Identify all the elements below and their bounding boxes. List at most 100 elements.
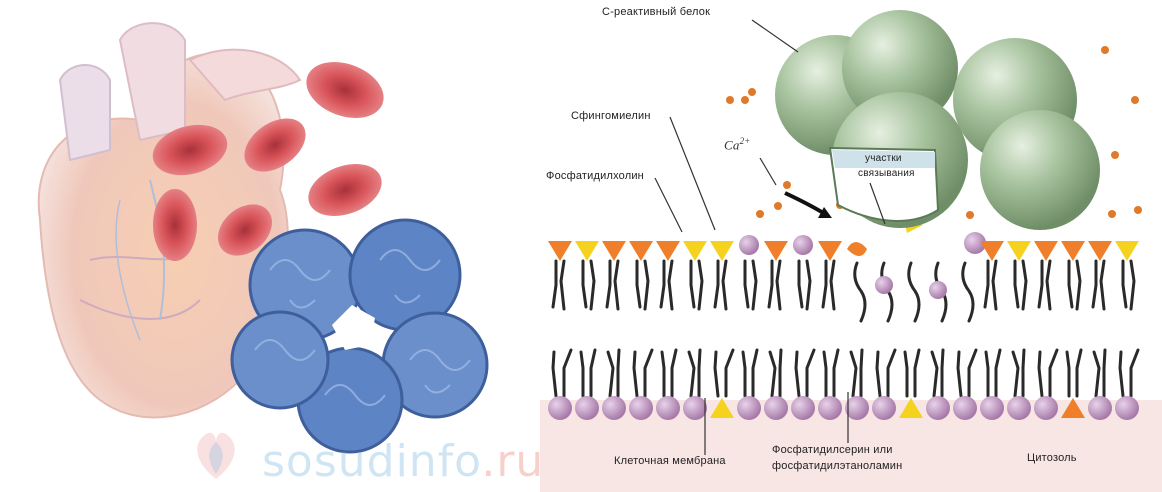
watermark-logo-icon <box>186 424 246 484</box>
lipid-tail <box>689 352 694 396</box>
lipid-head-purple <box>872 396 896 420</box>
lipid-tail <box>796 352 799 396</box>
left-illustration <box>0 0 560 492</box>
lipid-tail <box>799 261 802 307</box>
lipid-tail <box>942 350 943 396</box>
lipid-tail <box>1120 352 1123 396</box>
lipid-tail <box>591 261 594 309</box>
lipid-tail <box>807 350 814 396</box>
lipid-head-purple <box>953 396 977 420</box>
sphingomyelin-label: Сфингомиелин <box>571 110 651 122</box>
lipid-head-purple <box>548 396 572 420</box>
watermark-name: sosudinfo <box>262 436 481 487</box>
lipid-head-purple <box>764 396 788 420</box>
lipid-tail <box>645 261 648 309</box>
lipid-tail <box>699 350 700 396</box>
lipid-tail <box>715 261 718 307</box>
watermark-tld: .ru <box>481 436 544 487</box>
ps-pe-label-line2: фосфатидилэтаноламин <box>772 460 902 472</box>
lipid-head-purple <box>818 396 842 420</box>
lipid-head-orange <box>656 241 680 261</box>
calcium-ion <box>1134 206 1142 214</box>
lipid-tail <box>607 261 610 307</box>
lipid-head-purple <box>739 235 759 255</box>
lipid-head-purple <box>1115 396 1139 420</box>
lipid-tail <box>851 352 856 396</box>
lipid-tail <box>915 350 919 396</box>
binding-sites-label-line1: участки <box>865 153 902 164</box>
lipid-tail <box>963 263 973 321</box>
lipid-head-purple <box>929 281 947 299</box>
lipid-tail <box>905 352 907 396</box>
lipid-head-yellow <box>1007 241 1031 261</box>
lipid-head-orange <box>847 242 867 256</box>
lipid-tail <box>1123 261 1126 307</box>
lipid-tail <box>1067 352 1069 396</box>
lipid-tail <box>583 261 586 307</box>
lipid-tail <box>831 261 834 309</box>
lipid-head-yellow <box>683 241 707 261</box>
lipid-head-orange <box>818 241 842 261</box>
watermark-text: sosudinfo.ru <box>262 436 544 487</box>
calcium-ion <box>783 181 791 189</box>
lipid-tail <box>780 350 781 396</box>
lipid-tail <box>1101 261 1104 309</box>
calcium-ion <box>756 210 764 218</box>
lipid-tail <box>958 352 961 396</box>
lipid-head-purple <box>791 396 815 420</box>
lipid-tail <box>834 350 838 396</box>
lipid-tail <box>743 352 745 396</box>
lipid-head-orange <box>548 241 572 261</box>
cell-membrane-label: Клеточная мембрана <box>614 455 726 467</box>
lipid-head-orange <box>1088 241 1112 261</box>
membrane-svg <box>540 0 1162 492</box>
lipid-head-orange <box>764 241 788 261</box>
lipid-tail <box>993 261 996 309</box>
lipid-tail <box>723 261 726 309</box>
lipid-tail <box>745 261 748 307</box>
lipid-tail <box>969 350 976 396</box>
lipid-tail <box>1131 261 1134 309</box>
lipid-tail <box>855 263 865 321</box>
lipid-head-yellow <box>710 241 734 261</box>
lipid-head-purple <box>1088 396 1112 420</box>
calcium-ion <box>774 202 782 210</box>
lipid-tail <box>1013 352 1018 396</box>
lipid-tail <box>1077 350 1081 396</box>
lipid-tail <box>615 261 618 309</box>
lipid-tail <box>807 261 810 309</box>
crp-label: С-реактивный белок <box>602 6 710 18</box>
lipid-tail <box>888 350 895 396</box>
lipid-head-yellow <box>1115 241 1139 261</box>
lipid-tail <box>909 263 919 321</box>
lipid-tail <box>753 350 757 396</box>
lipid-tail <box>661 261 664 307</box>
lipid-tail <box>996 350 1000 396</box>
lipid-head-purple <box>1007 396 1031 420</box>
lipid-head-purple <box>602 396 626 420</box>
red-blood-cell <box>153 189 197 261</box>
membrane-diagram: С-реактивный белок Сфингомиелин Фосфатид… <box>540 0 1162 492</box>
lipid-head-purple <box>737 396 761 420</box>
lipid-tail <box>1015 261 1018 307</box>
lipid-tail <box>1077 261 1080 309</box>
lipid-head-purple <box>683 396 707 420</box>
lipid-tail <box>591 350 595 396</box>
lipid-tail <box>1094 352 1099 396</box>
crp-pentamer <box>232 220 487 452</box>
lipid-head-yellow <box>575 241 599 261</box>
lipid-head-orange <box>629 241 653 261</box>
lipid-head-orange <box>980 241 1004 261</box>
lipid-tail <box>672 350 676 396</box>
lipid-tail <box>823 261 826 307</box>
lipid-head-purple <box>656 396 680 420</box>
lipid-tail <box>561 261 564 309</box>
lipid-tail <box>669 261 672 309</box>
lipid-head-purple <box>926 396 950 420</box>
lipid-head-purple <box>575 396 599 420</box>
lipid-tail <box>861 350 862 396</box>
lipid-tail <box>726 350 733 396</box>
lipid-head-purple <box>1034 396 1058 420</box>
lipid-tail <box>985 261 988 307</box>
lipid-tail <box>608 352 613 396</box>
